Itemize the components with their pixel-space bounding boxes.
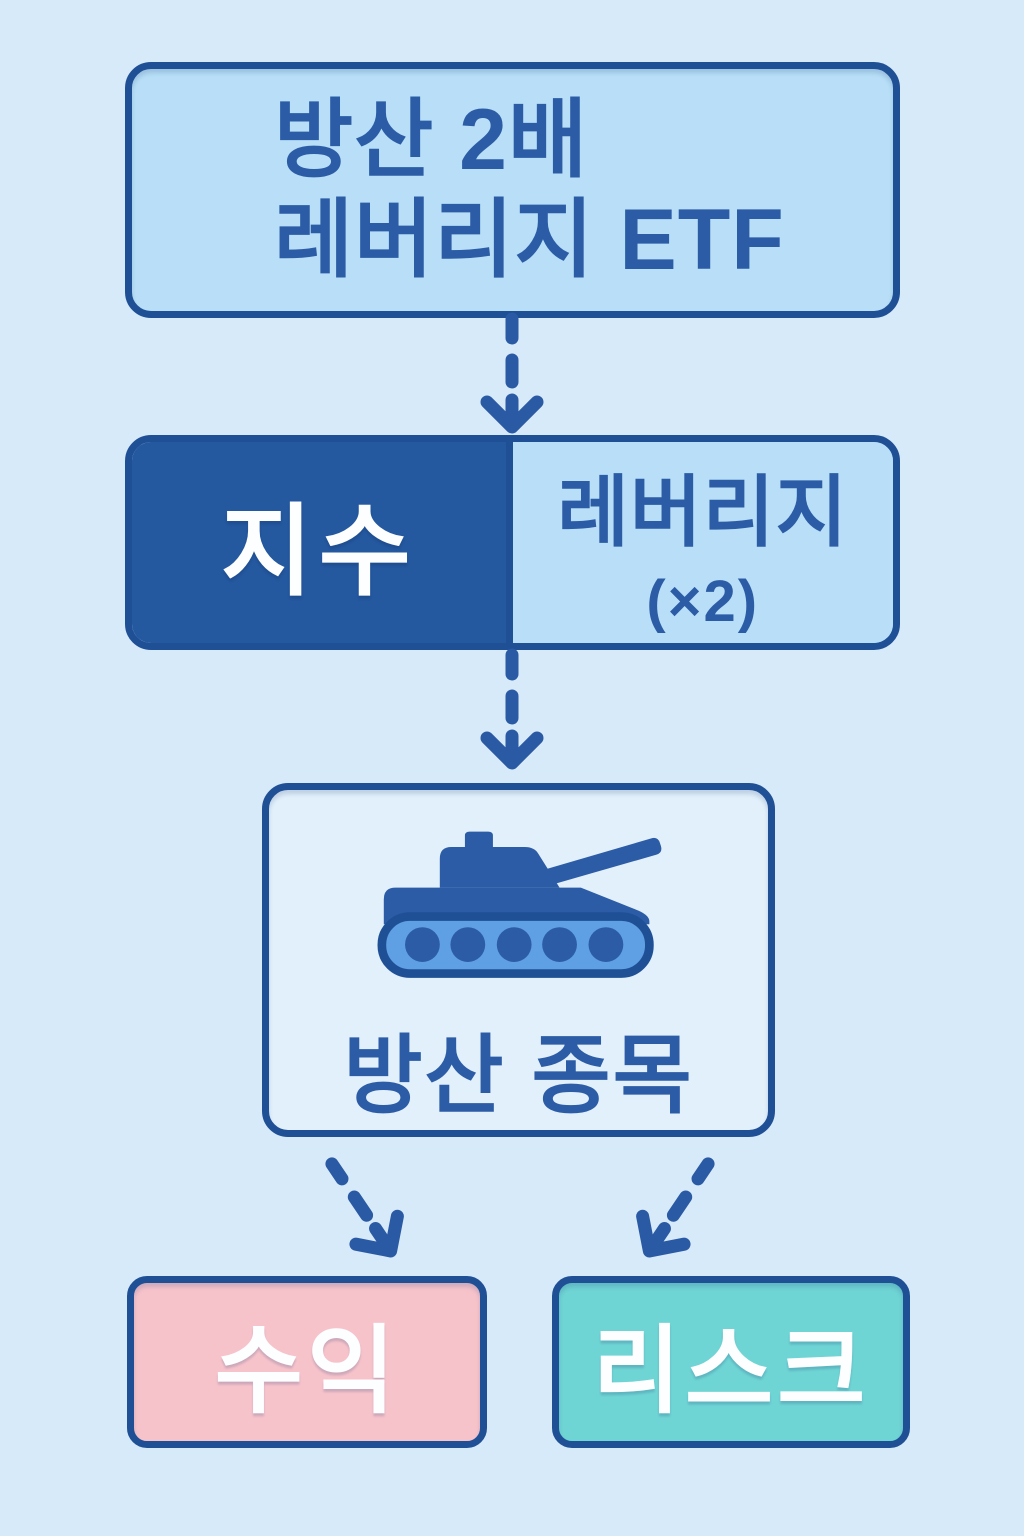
profit-label: 수익 [214,1317,400,1425]
index-leverage-box: 지수 레버리지 (×2) [125,435,900,650]
leverage-label: 레버리지 [557,468,849,556]
leverage-multiplier-label: (×2) [646,569,760,634]
defense-stocks-label: 방산 종목 [343,1028,694,1124]
dashed-arrow-down-icon [480,648,544,770]
dashed-arrow-down-left-icon [325,1157,404,1258]
etf-box-line1: 방산 2배 [274,92,589,188]
profit-box: 수익 [127,1276,487,1448]
risk-box: 리스크 [552,1276,910,1448]
dashed-arrow-down-icon [480,312,544,434]
tank-icon [377,831,661,978]
etf-box: 방산 2배 레버리지 ETF [125,62,900,318]
defense-stocks-box: 방산 종목 [262,783,775,1137]
etf-box-line2: 레버리지 ETF [274,192,785,288]
dashed-arrow-down-right-icon [636,1157,715,1258]
index-label: 지수 [220,496,417,608]
risk-label: 리스크 [592,1317,870,1425]
leverage-cell: 레버리지 (×2) [512,442,893,643]
index-cell: 지수 [132,442,513,643]
